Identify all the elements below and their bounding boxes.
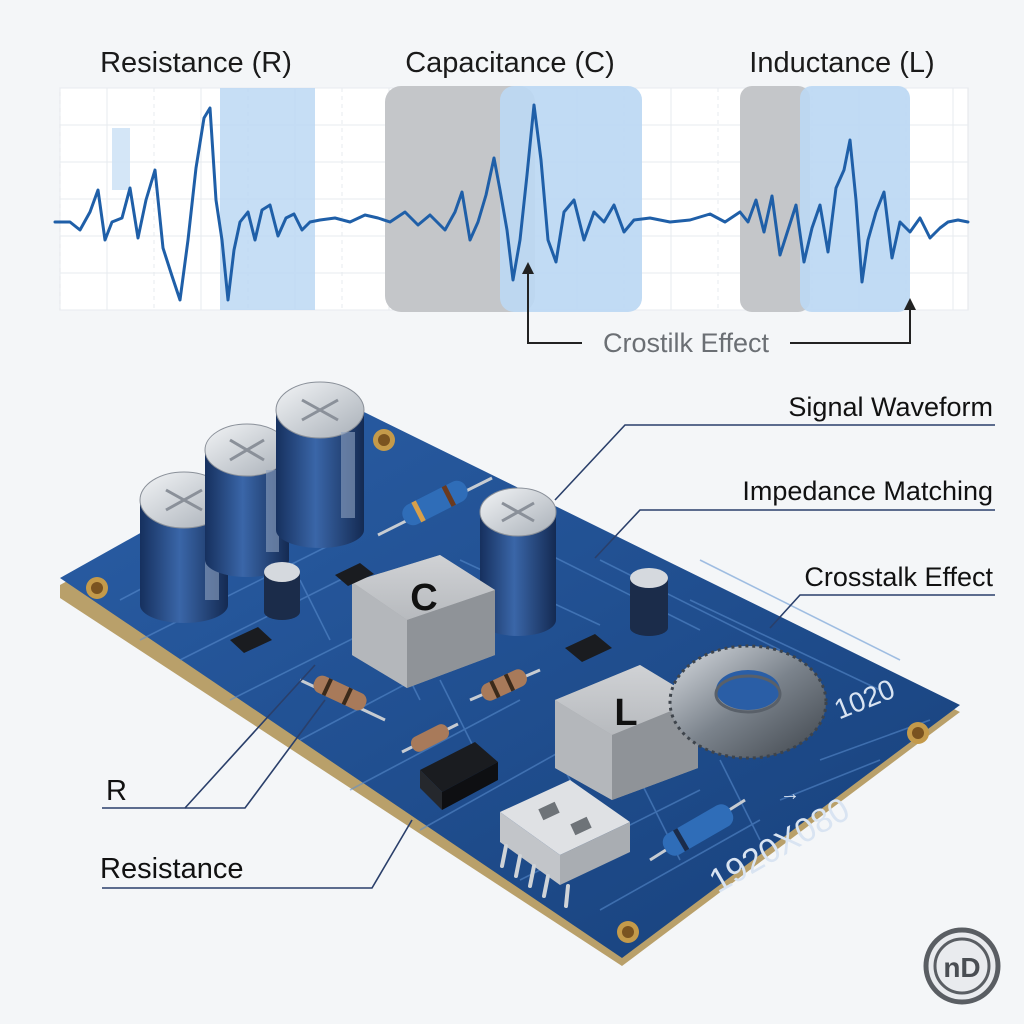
- ic-pins: [500, 844, 570, 908]
- toroid-inductor: [668, 644, 828, 760]
- inductance-gray-highlight: [740, 86, 810, 312]
- leader-resistance: [102, 819, 413, 889]
- silkscreen-arrow: →: [780, 783, 800, 805]
- ic-chip-dip: [500, 780, 630, 908]
- chip-label-c: C: [410, 577, 437, 619]
- leader-r-2: [185, 699, 326, 809]
- section-label-inductance: Inductance (L): [749, 47, 934, 79]
- waveform-panel: Resistance (R) Capacitance (C) Inductanc…: [53, 47, 970, 358]
- callout-crosstalk-effect: Crosstalk Effect: [804, 562, 993, 592]
- resistor-left: [299, 675, 386, 722]
- crosstalk-annotation-label: Crostilk Effect: [603, 328, 770, 358]
- signal-waveform-line: [53, 103, 970, 302]
- leader-signal-waveform: [554, 424, 995, 501]
- resistor-top: [377, 476, 493, 537]
- capacitor-small-1: [264, 562, 300, 620]
- capacitor-small-2: [630, 568, 668, 636]
- resistance-highlight: [220, 88, 315, 310]
- callout-signal-waveform: Signal Waveform: [788, 392, 993, 422]
- section-label-resistance: Resistance (R): [100, 47, 292, 79]
- leader-crosstalk-effect: [769, 594, 995, 629]
- resistance-highlight-left: [112, 128, 130, 190]
- resistor-lower: [401, 722, 459, 754]
- resistor-middle: [469, 668, 541, 702]
- inductor-chip: L: [555, 665, 698, 800]
- capacitor-chip: C: [352, 555, 495, 688]
- pcb-board: C L: [60, 381, 960, 966]
- chip-label-l: L: [614, 692, 637, 734]
- mounting-holes: [86, 429, 929, 943]
- callout-impedance-matching: Impedance Matching: [742, 476, 993, 506]
- capacitance-blue-highlight: [500, 86, 642, 312]
- capacitor-large-3: [275, 381, 365, 548]
- callout-r: R: [106, 775, 127, 807]
- resistor-right: [649, 798, 746, 862]
- capacitor-medium: [479, 487, 557, 636]
- section-label-capacitance: Capacitance (C): [405, 47, 615, 79]
- callout-resistance: Resistance: [100, 853, 243, 885]
- callout-leaders: [102, 424, 995, 889]
- smd-chip-small: [230, 563, 612, 662]
- leader-impedance-matching: [594, 509, 995, 559]
- crosstalk-annotation: [522, 262, 916, 344]
- ic-chip-black: [420, 742, 498, 810]
- logo-text: nD: [943, 952, 980, 983]
- watermark-logo: nD: [923, 927, 1001, 1005]
